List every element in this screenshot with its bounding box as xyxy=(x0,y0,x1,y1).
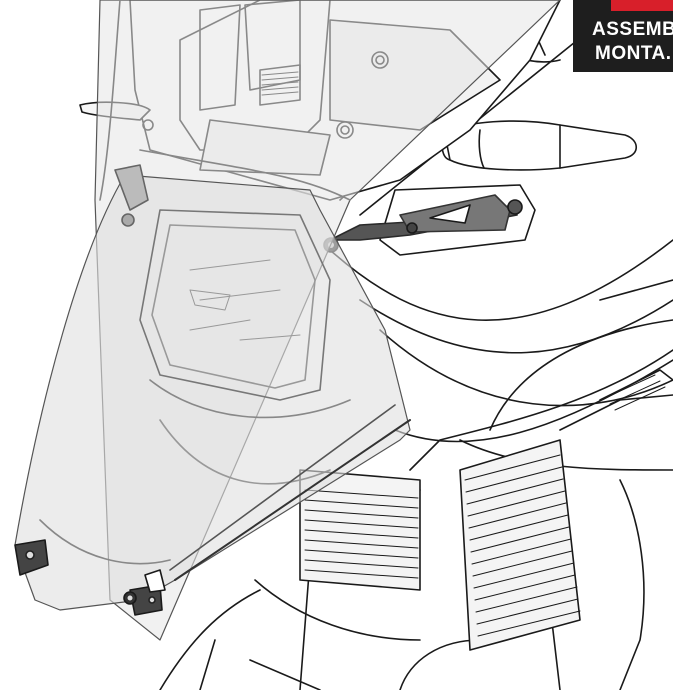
headlight-cover xyxy=(14,174,411,611)
assembly-label-badge: ASSEMB MONTA. xyxy=(573,0,673,72)
label-line-2: MONTA. xyxy=(595,43,672,64)
label-line-1: ASSEMB xyxy=(592,19,673,40)
accent-bar xyxy=(611,0,673,11)
mounting-bracket xyxy=(323,184,536,256)
radiator-grille xyxy=(299,369,673,651)
fasteners xyxy=(14,164,166,616)
indicator-light xyxy=(441,120,638,171)
